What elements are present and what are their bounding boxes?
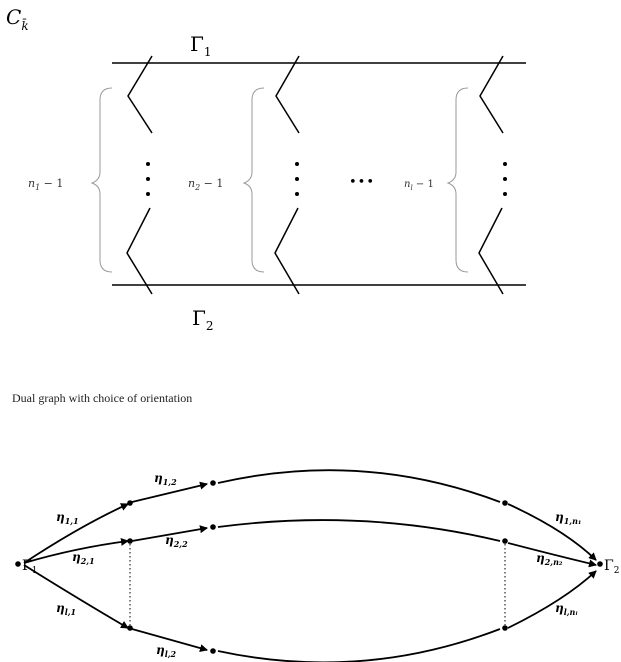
brace-1 [90,87,113,273]
vertical-dots-1 [146,162,150,196]
dual-graph-dotted-links [129,544,506,625]
gamma2-label: Γ2 [192,306,214,333]
vertical-dots-2 [295,162,299,196]
component-column-l [478,55,504,295]
horizontal-dots: ••• [349,175,375,190]
edge-label-eta-l-1: ηl,1 [56,601,76,617]
edge-label-eta-2-1: η2,1 [72,550,95,566]
component-column-2 [274,55,300,295]
node-gamma2: Γ2 [604,558,619,576]
vertical-dots-l [503,162,507,196]
edge-label-eta-l-2: ηl,2 [156,643,177,659]
edge-label-eta-1-n1: η1,n₁ [555,510,581,526]
dual-graph-edges [23,469,597,662]
brace-2 [242,87,265,273]
edge-label-eta-1-2: η1,2 [154,471,177,487]
dual-graph-vertices [15,480,603,654]
brace-label-l: nl − 1 [404,179,434,192]
edge-label-eta-2-2: η2,2 [165,533,188,549]
dual-graph-caption: Dual graph with choice of orientation [12,391,193,405]
curve-label: Ck̄ [6,5,29,33]
edge-label-eta-1-1: η1,1 [56,510,79,526]
edge-label-eta-2-n2: η2,n₂ [536,551,563,567]
edge-labels: η1,2 η1,1 η1,n₁ η2,1 η2,2 η2,n₂ ηl,1 ηl,… [56,471,581,659]
brace-label-1: n1 − 1 [28,177,63,192]
gamma1-label: Γ1 [190,32,212,59]
edge-label-eta-l-nl: ηl,nₗ [555,601,578,617]
brace-l [446,87,469,273]
component-column-1 [126,55,153,295]
brace-label-2: n2 − 1 [188,177,223,192]
node-gamma1: Γ1 [22,558,37,576]
